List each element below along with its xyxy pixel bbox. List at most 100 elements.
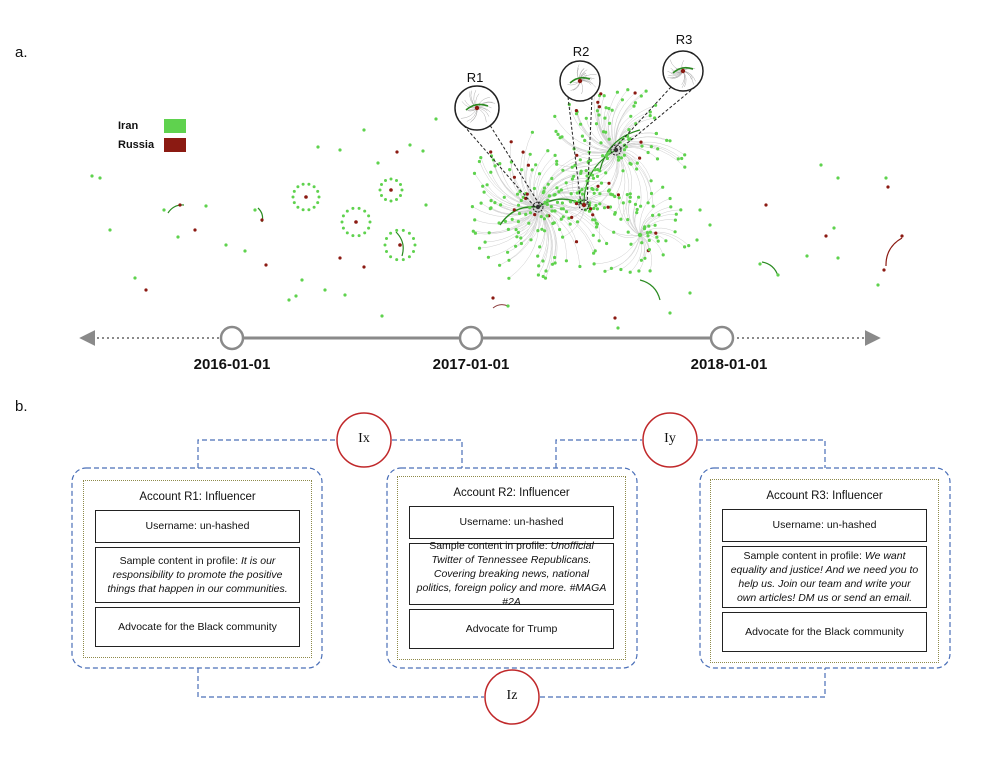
network-node xyxy=(108,228,112,232)
network-node xyxy=(683,165,687,169)
network-node xyxy=(656,239,660,243)
network-node xyxy=(506,227,510,231)
card-frame-r3 xyxy=(699,467,951,669)
network-node xyxy=(553,153,557,157)
network-node xyxy=(665,138,669,142)
network-node xyxy=(354,220,358,224)
network-node xyxy=(528,211,533,215)
network-node xyxy=(574,112,579,116)
card-title: Account R2: Influencer xyxy=(453,487,570,499)
network-edge xyxy=(609,149,620,191)
network-node xyxy=(470,205,474,209)
network-node xyxy=(824,234,828,238)
network-node xyxy=(555,159,559,163)
network-node xyxy=(376,161,380,165)
network-edge xyxy=(615,149,640,159)
network-node xyxy=(133,276,137,280)
network-node xyxy=(654,103,658,107)
network-node xyxy=(649,145,654,149)
network-node xyxy=(529,238,533,242)
network-edge xyxy=(499,206,539,266)
network-node xyxy=(598,202,602,206)
network-node xyxy=(884,176,888,180)
network-node xyxy=(553,209,557,213)
network-node xyxy=(542,217,547,221)
network-node xyxy=(316,201,320,205)
network-node xyxy=(519,241,524,246)
account-card-r2: Account R2: Influencer Username: un-hash… xyxy=(397,476,626,660)
network-node xyxy=(312,185,316,189)
network-node xyxy=(543,276,548,280)
network-edge xyxy=(639,186,663,236)
network-node xyxy=(628,200,632,204)
network-node xyxy=(559,188,564,192)
network-node xyxy=(655,157,660,161)
network-edge xyxy=(537,152,590,208)
network-node xyxy=(805,254,809,258)
network-node xyxy=(362,265,366,269)
network-node xyxy=(546,149,550,153)
network-node xyxy=(383,243,387,247)
network-node xyxy=(619,156,624,160)
network-node xyxy=(395,198,398,201)
network-node xyxy=(616,326,620,330)
network-node xyxy=(541,191,545,195)
network-node xyxy=(341,226,345,230)
network-node xyxy=(304,195,308,199)
network-edge xyxy=(761,261,779,277)
network-node xyxy=(176,235,180,239)
network-node xyxy=(647,224,651,228)
network-node xyxy=(574,240,579,244)
network-node xyxy=(398,243,402,247)
network-node xyxy=(546,198,550,203)
network-node xyxy=(489,170,493,174)
zoom-edge xyxy=(672,66,694,74)
network-node xyxy=(655,235,659,239)
network-node xyxy=(673,230,677,234)
network-node xyxy=(510,217,514,221)
network-node xyxy=(316,145,320,149)
network-node xyxy=(569,192,573,196)
network-node xyxy=(162,208,166,212)
network-node xyxy=(516,220,521,224)
network-node xyxy=(555,200,560,204)
network-node xyxy=(674,212,678,216)
network-edge xyxy=(583,149,617,206)
influence-connectors xyxy=(71,439,951,698)
network-node xyxy=(483,240,487,244)
network-node xyxy=(607,106,611,111)
network-node xyxy=(649,179,653,183)
network-edge xyxy=(523,132,539,208)
timeline-date-2016: 2016-01-01 xyxy=(193,356,271,373)
network-node xyxy=(644,89,648,93)
network-edge xyxy=(604,234,641,272)
network-node xyxy=(610,108,614,112)
network-edge xyxy=(639,209,681,236)
network-node xyxy=(625,193,629,197)
network-node xyxy=(698,208,702,212)
network-node xyxy=(389,188,393,192)
network-node xyxy=(338,148,342,152)
network-node xyxy=(569,200,573,204)
network-node xyxy=(363,209,367,213)
network-node xyxy=(536,254,540,258)
network-edge xyxy=(615,141,685,156)
network-node xyxy=(594,122,599,126)
network-node xyxy=(581,202,587,208)
network-node xyxy=(552,221,556,225)
influence-circle-iy xyxy=(642,412,698,468)
network-node xyxy=(389,177,393,181)
network-node xyxy=(621,169,625,173)
network-node xyxy=(541,274,545,279)
network-node xyxy=(613,316,617,320)
connector-ix-left xyxy=(197,439,336,468)
network-node xyxy=(589,207,593,211)
network-node xyxy=(639,94,643,98)
network-node xyxy=(708,223,712,227)
network-node xyxy=(574,202,579,206)
network-node xyxy=(572,174,576,178)
network-node xyxy=(307,182,311,186)
username-box: Username: un-hashed xyxy=(722,509,927,542)
